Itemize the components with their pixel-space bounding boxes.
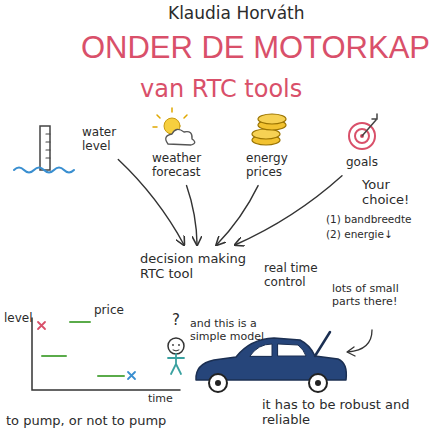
- label-wrap: van RTC tools: [140, 76, 302, 104]
- coins-icon: [252, 114, 286, 145]
- text-node: decision making RTC tool: [138, 250, 264, 284]
- label-wrap: real time control: [264, 262, 318, 290]
- note-label: to pump, or not to pump: [6, 414, 166, 429]
- target-icon: [349, 114, 377, 149]
- note-label: it has to be robust and reliable: [262, 398, 418, 428]
- label-wrap: to pump, or not to pump: [6, 414, 166, 429]
- text-node: water level: [80, 124, 126, 156]
- title-wrap: ONDER DE MOTORKAP: [81, 30, 430, 66]
- node-text: water level: [82, 126, 124, 154]
- weather-icon: [153, 108, 195, 145]
- node-text: weather forecast: [152, 152, 214, 180]
- node-text: decision making RTC tool: [140, 252, 262, 282]
- input-arrow: [216, 186, 258, 245]
- node-text: energy prices: [246, 152, 298, 180]
- note-label: real time control: [264, 262, 318, 290]
- label-wrap: level: [4, 312, 33, 326]
- note-label: lots of small parts there!: [332, 283, 412, 308]
- label-wrap: it has to be robust and reliable: [262, 398, 418, 428]
- label-wrap: (1) bandbreedte: [326, 213, 412, 225]
- text-node: goals: [344, 154, 380, 172]
- note-label: Your choice!: [362, 178, 422, 208]
- label-wrap: and this is a simple model: [190, 318, 268, 343]
- note-label: time: [148, 393, 173, 406]
- water-level-icon: [14, 126, 74, 173]
- pump-chart: [32, 318, 180, 390]
- title: ONDER DE MOTORKAP: [81, 30, 430, 66]
- note-label: ?: [172, 312, 180, 329]
- note-label: level: [4, 312, 33, 326]
- label-wrap: Your choice!: [362, 178, 422, 208]
- label-wrap: ?: [172, 312, 180, 329]
- input-arrow: [187, 186, 198, 245]
- label-wrap: time: [148, 393, 173, 406]
- label-wrap: lots of small parts there!: [332, 283, 412, 308]
- note-label: (2) energie↓: [326, 228, 393, 240]
- note-label: (1) bandbreedte: [326, 213, 412, 225]
- note-label: Klaudia Horváth: [168, 4, 305, 24]
- label-wrap: price: [94, 304, 124, 318]
- note-label: price: [94, 304, 124, 318]
- node-text: goals: [346, 156, 378, 170]
- note-label: van RTC tools: [140, 76, 302, 104]
- label-wrap: Klaudia Horváth: [168, 4, 305, 24]
- text-node: weather forecast: [150, 150, 216, 182]
- note-label: and this is a simple model: [190, 318, 268, 343]
- input-arrow: [235, 176, 342, 245]
- label-wrap: (2) energie↓: [326, 228, 393, 240]
- stick-figure: [168, 338, 184, 374]
- text-node: energy prices: [244, 150, 300, 182]
